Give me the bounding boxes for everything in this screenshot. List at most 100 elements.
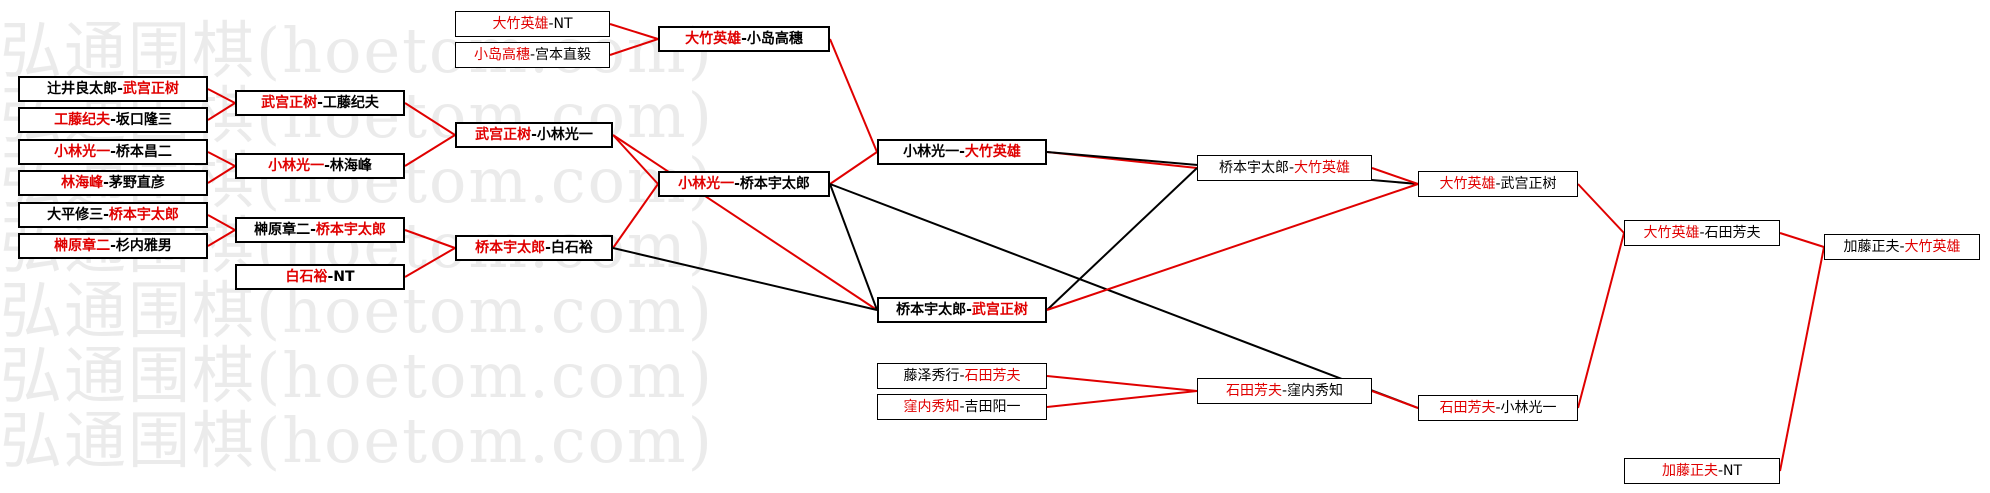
player-name: 林海峰 — [61, 175, 104, 191]
player-name: 窪内秀知 — [903, 399, 960, 415]
vs-separator: - — [959, 144, 965, 160]
player-name: 小林光一 — [54, 144, 111, 160]
player-name: 石田芳夫 — [1704, 225, 1761, 241]
vs-separator: - — [529, 47, 536, 63]
player-name: 桥本宇太郎 — [475, 240, 546, 256]
player-name: 藤泽秀行 — [903, 368, 960, 384]
match-box: 大竹英雄-小岛高穗 — [658, 26, 830, 52]
player-name: 坂口隆三 — [115, 112, 172, 128]
connector-line — [1779, 246, 1825, 472]
connector-line — [1779, 232, 1825, 248]
vs-separator: - — [110, 238, 116, 254]
match-box: 武宫正树-小林光一 — [455, 122, 613, 148]
connector-line — [612, 134, 878, 311]
match-box: 白石裕-NT — [235, 264, 405, 290]
player-name: 小林光一 — [536, 127, 593, 143]
match-box: 大平修三-桥本宇太郎 — [18, 202, 208, 228]
connector-line — [207, 151, 236, 167]
player-name: 大竹英雄 — [1904, 239, 1961, 255]
connector-line — [609, 23, 659, 40]
player-name: 小岛高穗 — [746, 31, 803, 47]
connector-line — [1046, 375, 1198, 392]
player-name: 桥本昌二 — [115, 144, 172, 160]
vs-separator: - — [966, 302, 972, 318]
player-name: 桥本宇太郎 — [896, 302, 967, 318]
vs-separator: - — [1899, 239, 1905, 255]
player-name: 大竹英雄 — [685, 31, 742, 47]
player-name: 武宫正树 — [971, 302, 1028, 318]
match-box: 石田芳夫-小林光一 — [1418, 395, 1578, 421]
vs-separator: - — [1717, 463, 1724, 479]
player-name: 大竹英雄 — [1643, 225, 1700, 241]
vs-separator: - — [959, 399, 965, 415]
player-name: 加藤正夫 — [1661, 463, 1718, 479]
match-box: 工藤纪夫-坂口隆三 — [18, 107, 208, 133]
player-name: 杉内雅男 — [115, 238, 172, 254]
connector-line — [829, 183, 878, 311]
connector-line — [404, 134, 456, 167]
player-name: 小林光一 — [1500, 400, 1557, 416]
vs-separator: - — [1495, 400, 1501, 416]
match-box: 小林光一-大竹英雄 — [877, 139, 1047, 165]
vs-separator: - — [1495, 176, 1501, 192]
match-box: 大竹英雄-武宫正树 — [1418, 171, 1578, 197]
connector-line — [207, 88, 236, 104]
vs-separator: - — [734, 176, 740, 192]
match-box: 榊原章二-桥本宇太郎 — [235, 217, 405, 243]
connector-line — [207, 165, 236, 184]
vs-separator: - — [103, 207, 109, 223]
connector-line — [612, 134, 659, 185]
vs-separator: - — [117, 81, 123, 97]
connector-line — [829, 38, 878, 153]
connector-line — [1577, 183, 1625, 234]
player-name: 石田芳夫 — [1439, 400, 1496, 416]
connector-line — [612, 183, 659, 249]
player-name: 窪内秀知 — [1287, 383, 1344, 399]
player-name: 桥本宇太郎 — [108, 207, 179, 223]
watermark-row: 弘通围棋(hoetom.com) — [0, 339, 714, 412]
match-box: 小岛高穗-宫本直毅 — [455, 42, 610, 68]
player-name: 工藤纪夫 — [54, 112, 111, 128]
match-box: 小林光一-桥本宇太郎 — [658, 171, 830, 197]
player-name: 桥本宇太郎 — [1218, 160, 1289, 176]
connector-line — [1046, 183, 1419, 311]
match-box: 桥本宇太郎-大竹英雄 — [1197, 155, 1372, 181]
vs-separator: - — [531, 127, 537, 143]
player-name: 大竹英雄 — [964, 144, 1021, 160]
connector-line — [829, 151, 878, 185]
player-name: 吉田阳一 — [964, 399, 1021, 415]
player-name: 榊原章二 — [254, 222, 311, 238]
player-name: 大竹英雄 — [1439, 176, 1496, 192]
player-name: 加藤正夫 — [1843, 239, 1900, 255]
player-name: 小岛高穗 — [473, 47, 530, 63]
match-box: 小林光一-桥本昌二 — [18, 139, 208, 165]
vs-separator: - — [103, 175, 109, 191]
match-box: 加藤正夫-NT — [1624, 458, 1780, 484]
connector-line — [207, 229, 236, 247]
connector-line — [1371, 167, 1419, 185]
connector-line — [1577, 232, 1625, 409]
player-name: 茅野直彦 — [108, 175, 165, 191]
player-name: 桥本宇太郎 — [315, 222, 386, 238]
player-name: 大平修三 — [47, 207, 104, 223]
connector-line — [612, 247, 878, 311]
vs-separator: - — [548, 16, 554, 32]
player-name: 林海峰 — [329, 158, 372, 174]
player-name: 小林光一 — [268, 158, 325, 174]
connector-line — [404, 229, 456, 249]
player-name: 桥本宇太郎 — [739, 176, 810, 192]
player-name: 小林光一 — [903, 144, 960, 160]
connector-line — [207, 102, 236, 121]
watermark-row: 弘通围棋(hoetom.com) — [0, 404, 714, 477]
player-name: 白石裕 — [285, 269, 328, 285]
player-name: 榊原章二 — [54, 238, 111, 254]
vs-separator: - — [1288, 160, 1295, 176]
player-name: 工藤纪夫 — [322, 95, 379, 111]
connector-line — [207, 214, 236, 231]
vs-separator: - — [741, 31, 747, 47]
match-box: 藤泽秀行-石田芳夫 — [877, 363, 1047, 389]
player-name: 武宫正树 — [122, 81, 179, 97]
connector-line — [1046, 167, 1198, 311]
